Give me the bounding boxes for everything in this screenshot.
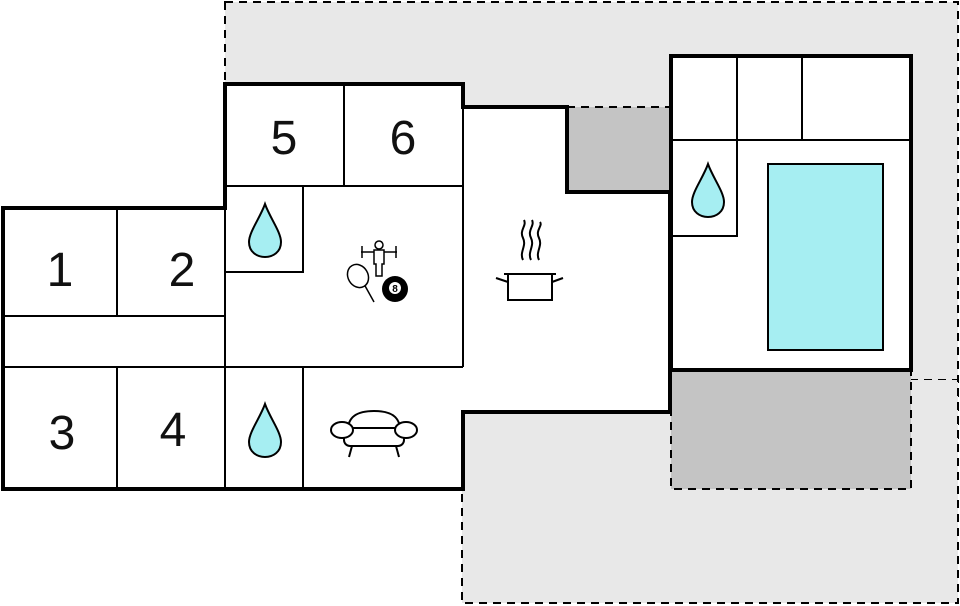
room-number-5: 5 bbox=[271, 112, 298, 165]
billiard-ball-icon: 8 bbox=[382, 276, 408, 302]
covered-area-bottom bbox=[670, 369, 912, 490]
foosball-figure-icon bbox=[361, 240, 397, 277]
main-building-outline bbox=[1, 82, 672, 491]
interior-walls bbox=[3, 84, 464, 489]
bathroom-icons bbox=[247, 161, 726, 459]
pool-building-walls bbox=[671, 56, 911, 237]
room-number-3: 3 bbox=[49, 407, 76, 460]
sofa-icon bbox=[330, 409, 418, 458]
water-drop-icon bbox=[247, 201, 283, 259]
water-drop-icon bbox=[247, 401, 283, 459]
billiard-ball-number: 8 bbox=[392, 284, 398, 295]
ping-pong-paddle-icon bbox=[346, 263, 375, 303]
room-number-6: 6 bbox=[390, 112, 417, 165]
room-numbers: 1 2 3 4 5 6 bbox=[47, 112, 417, 460]
main-building bbox=[1, 82, 672, 491]
room-number-4: 4 bbox=[160, 404, 187, 457]
room-number-2: 2 bbox=[169, 244, 196, 297]
room-number-1: 1 bbox=[47, 244, 74, 297]
water-drop-icon bbox=[690, 161, 726, 219]
covered-area-top bbox=[566, 106, 671, 193]
swimming-pool bbox=[767, 163, 884, 351]
table-tennis-foosball-billiard-icon: 8 bbox=[346, 240, 408, 303]
cooking-pot-icon bbox=[495, 219, 564, 301]
